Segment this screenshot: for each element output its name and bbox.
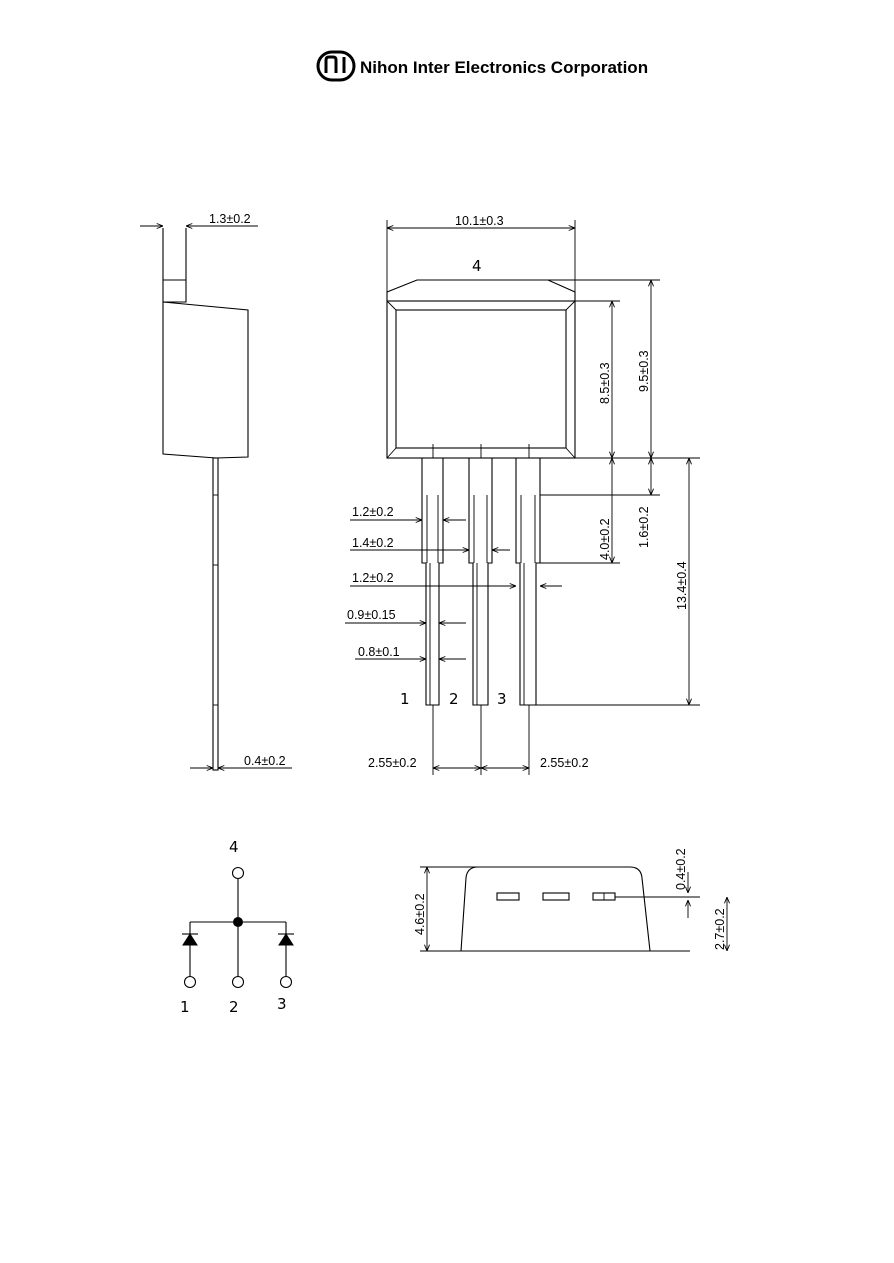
dim-total-height: 9.5±0.3 (637, 350, 651, 392)
pin-3-label: 3 (497, 690, 507, 708)
dim-lead-standoff: 1.6±0.2 (637, 506, 651, 548)
dim-lead-width: 0.9±0.15 (347, 608, 396, 622)
lead-3 (515, 458, 541, 706)
dim-shoulder-width-2: 1.4±0.2 (352, 536, 394, 550)
company-logo: Nihon Inter Electronics Corporation (316, 50, 648, 82)
side-view: 1.3±0.2 0.4±0.2 (140, 212, 292, 770)
company-name: Nihon Inter Electronics Corporation (360, 58, 648, 77)
dim-pitch-left: 2.55±0.2 (368, 756, 417, 770)
dim-lead-height: 2.7±0.2 (713, 908, 727, 950)
lead-1 (421, 458, 444, 706)
diode-1-icon (182, 933, 198, 946)
terminal-4 (231, 866, 245, 880)
diode-3-icon (278, 933, 294, 946)
front-body-outline (386, 300, 576, 459)
dim-shoulder-width-1: 1.2±0.2 (352, 505, 394, 519)
schematic-pin-2-label: 2 (229, 998, 239, 1016)
front-tab-outline (386, 279, 576, 301)
end-body-outline (460, 866, 651, 952)
tab-pin-label: 4 (472, 257, 482, 275)
terminal-2 (231, 975, 245, 989)
dim-shoulder-width-3: 1.2±0.2 (352, 571, 394, 585)
side-lead (212, 457, 219, 771)
terminal-3 (279, 975, 293, 989)
terminal-1 (183, 975, 197, 989)
schematic-pin-3-label: 3 (277, 995, 287, 1013)
front-view: 4 1 2 (345, 214, 700, 775)
schematic-pin-4-label: 4 (229, 838, 239, 856)
dim-lead-length: 13.4±0.4 (675, 561, 689, 610)
dim-tab-thickness: 1.3±0.2 (209, 212, 251, 226)
dim-body-height: 8.5±0.3 (598, 362, 612, 404)
dim-lead-tip-width: 0.8±0.1 (358, 645, 400, 659)
ni-logo-mark (316, 50, 356, 82)
dim-width: 10.1±0.3 (455, 214, 504, 228)
schematic-pin-1-label: 1 (180, 998, 190, 1016)
front-body-inner (395, 309, 567, 449)
pin-2-label: 2 (449, 690, 459, 708)
dim-end-tab-thickness: 0.4±0.2 (674, 848, 688, 890)
lead-section-2 (542, 892, 570, 901)
lead-section-1 (496, 892, 520, 901)
dim-lead-shoulder: 4.0±0.2 (598, 518, 612, 560)
side-body-outline (162, 301, 249, 459)
pin-1-label: 1 (400, 690, 410, 708)
dim-pitch-right: 2.55±0.2 (540, 756, 589, 770)
dim-lead-thickness: 0.4±0.2 (244, 754, 286, 768)
side-tab-outline (162, 228, 187, 303)
dim-body-thickness: 4.6±0.2 (413, 893, 427, 935)
lead-2 (468, 458, 493, 706)
end-view: 4.6±0.2 0.4±0.2 2.7±0.2 (413, 848, 727, 952)
circuit-schematic: 4 1 2 3 (180, 838, 294, 1016)
